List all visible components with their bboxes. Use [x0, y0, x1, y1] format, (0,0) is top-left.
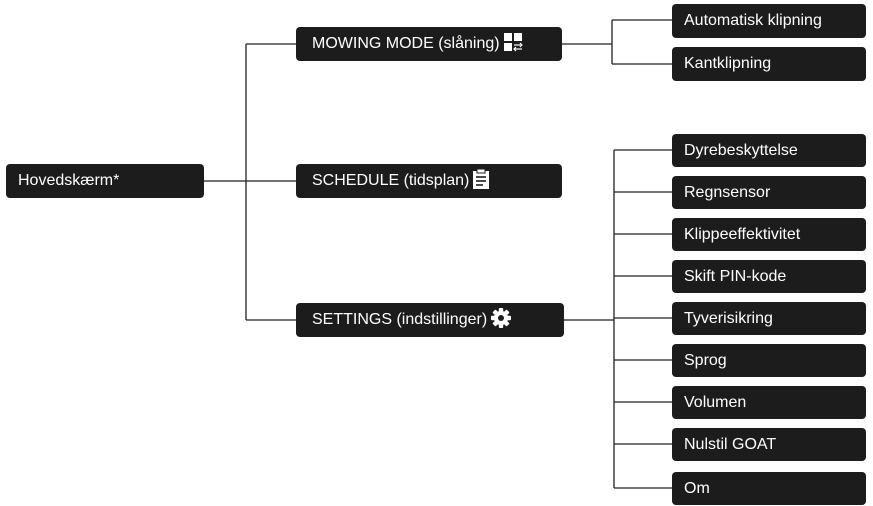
leaf-node-label: Skift PIN-kode — [684, 267, 787, 285]
leaf-node-label: Sprog — [684, 351, 727, 369]
leaf-node-label: Volumen — [684, 393, 747, 411]
leaf-node-label: Regnsensor — [684, 183, 771, 201]
leaf-node-dyrebeskyttelse: Dyrebeskyttelse — [672, 134, 866, 167]
leaf-node-om: Om — [672, 472, 866, 505]
branch-node-label: MOWING MODE (slåning) — [312, 35, 500, 52]
leaf-node-label: Kantklipning — [684, 55, 772, 72]
leaf-node-label: Tyverisikring — [684, 309, 773, 327]
schedule-clipboard-icon — [472, 168, 490, 195]
leaf-node-kantklipning: Kantklipning — [672, 47, 866, 81]
leaf-node-regnsensor: Regnsensor — [672, 176, 866, 209]
leaf-node-skift-pin-kode: Skift PIN-kode — [672, 260, 866, 293]
leaf-node-label: Nulstil GOAT — [684, 435, 777, 453]
branch-node-label: SCHEDULE (tidsplan) — [312, 172, 470, 189]
leaf-node-nulstil-goat: Nulstil GOAT — [672, 428, 866, 461]
leaf-node-label: Dyrebeskyttelse — [684, 141, 798, 159]
root-node-hovedskaerm: Hovedskærm* — [6, 164, 204, 198]
branch-node-mowing-mode: MOWING MODE (slåning) — [296, 27, 562, 61]
leaf-node-label: Om — [684, 479, 710, 497]
leaf-node-label: Automatisk klipning — [684, 12, 822, 29]
leaf-node-volumen: Volumen — [672, 386, 866, 419]
branch-node-settings: SETTINGS (indstillinger) — [296, 303, 564, 337]
branch-node-schedule: SCHEDULE (tidsplan) — [296, 164, 562, 198]
leaf-node-sprog: Sprog — [672, 344, 866, 377]
leaf-node-label: Klippeeffektivitet — [684, 225, 801, 243]
settings-gear-icon — [490, 307, 512, 334]
root-node-label: Hovedskærm* — [18, 172, 120, 189]
mowing-mode-icon — [503, 32, 523, 57]
leaf-node-automatisk-klipning: Automatisk klipning — [672, 4, 866, 38]
leaf-node-klippeeffektivitet: Klippeeffektivitet — [672, 218, 866, 251]
branch-node-label: SETTINGS (indstillinger) — [312, 311, 488, 328]
leaf-node-tyverisikring: Tyverisikring — [672, 302, 866, 335]
